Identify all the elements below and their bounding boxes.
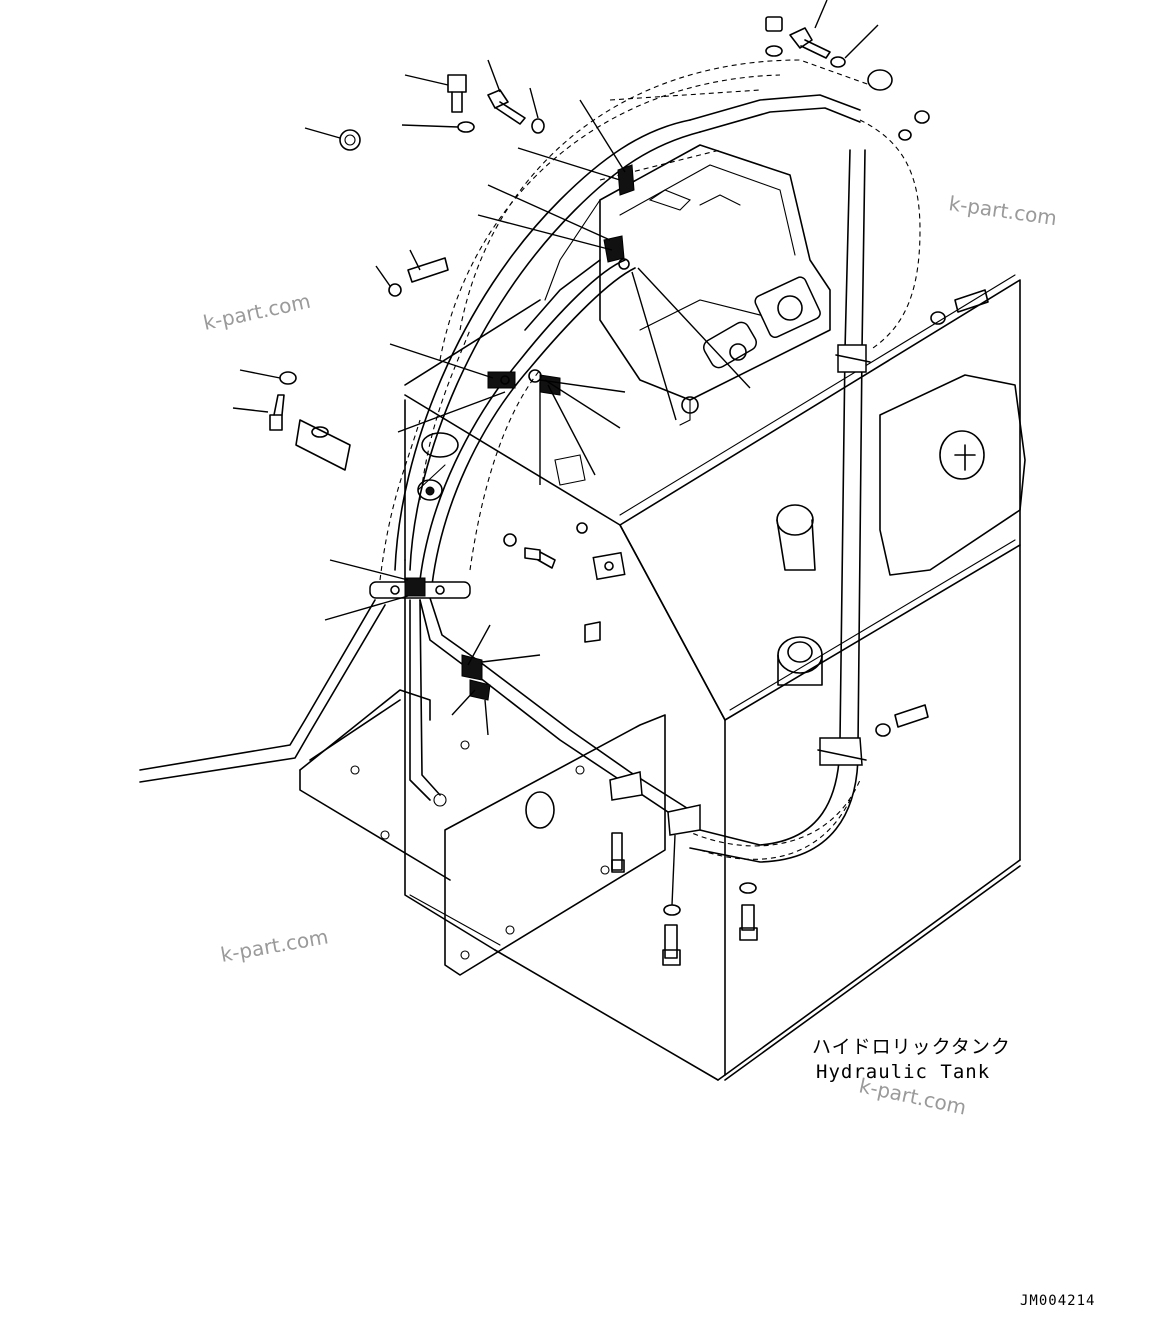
watermarks: k-part.com k-part.com k-part.com k-part.… bbox=[201, 191, 1058, 1119]
side-ports bbox=[417, 432, 626, 643]
tank-label: ハイドロリックタンク Hydraulic Tank bbox=[812, 1036, 1011, 1083]
exploded-fasteners bbox=[269, 16, 989, 966]
bottom-mount-plate bbox=[299, 689, 666, 976]
hydraulic-pipes bbox=[139, 94, 866, 863]
filter-cover bbox=[879, 374, 1026, 576]
watermark-3: k-part.com bbox=[219, 924, 330, 967]
drawing-code: JM004214 bbox=[1020, 1293, 1095, 1309]
watermark-2: k-part.com bbox=[201, 289, 313, 335]
breather-cap bbox=[776, 504, 823, 686]
watermark-1: k-part.com bbox=[947, 191, 1058, 230]
leader-lines bbox=[232, 0, 879, 906]
tank-label-jp: ハイドロリックタンク bbox=[812, 1036, 1011, 1058]
pipe-clamps bbox=[369, 164, 871, 836]
tank-label-en: Hydraulic Tank bbox=[816, 1061, 990, 1083]
hydraulic-tank-body bbox=[404, 274, 1021, 1081]
control-valve-block bbox=[544, 144, 831, 426]
